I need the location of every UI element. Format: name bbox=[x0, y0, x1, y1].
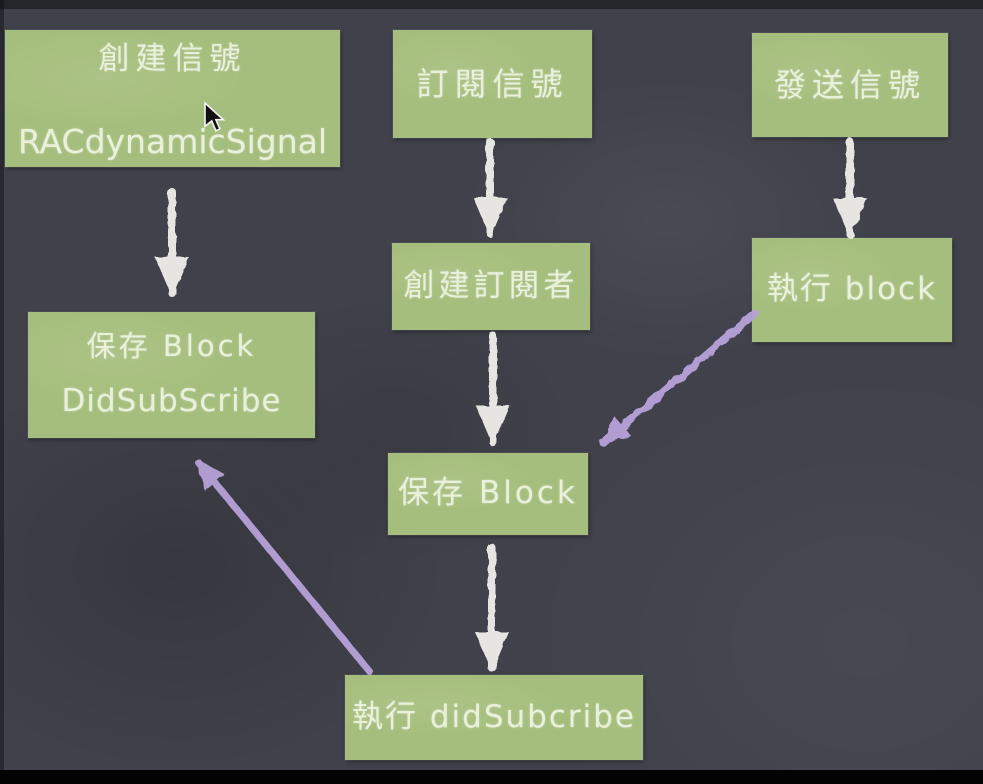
node-create-subscriber: 創建訂閱者 bbox=[392, 243, 590, 330]
node-subscribe-signal: 訂閱信號 bbox=[393, 30, 592, 138]
node-label: 發送信號 bbox=[773, 65, 926, 104]
node-label: 訂閱信號 bbox=[416, 64, 569, 103]
bottom-black-bar bbox=[0, 770, 983, 784]
node-label: 創建信號 bbox=[98, 41, 247, 77]
node-send-signal: 發送信號 bbox=[752, 33, 948, 137]
left-edge-shade bbox=[0, 0, 4, 770]
node-save-block-didsubscribe: 保存 Block DidSubScribe bbox=[28, 312, 315, 438]
node-label: 執行 didSubcribe bbox=[352, 698, 636, 735]
node-save-block: 保存 Block bbox=[388, 453, 588, 535]
node-create-signal: 創建信號 RACdynamicSignal bbox=[5, 30, 340, 167]
node-label: DidSubScribe bbox=[61, 383, 282, 420]
node-label: 保存 Block bbox=[398, 475, 578, 512]
node-label: RACdynamicSignal bbox=[17, 122, 328, 162]
node-execute-didsubcribe: 執行 didSubcribe bbox=[345, 675, 643, 760]
node-label: 執行 block bbox=[766, 271, 938, 308]
arrow-execute-block-to-save-block bbox=[599, 309, 759, 447]
node-execute-block: 執行 block bbox=[752, 238, 952, 342]
arrow-execute-didsubcribe-to-save-block-didsubscribe bbox=[194, 458, 374, 676]
node-label: 保存 Block bbox=[86, 329, 257, 364]
node-label: 創建訂閱者 bbox=[403, 267, 579, 304]
top-edge-shade bbox=[0, 0, 983, 9]
